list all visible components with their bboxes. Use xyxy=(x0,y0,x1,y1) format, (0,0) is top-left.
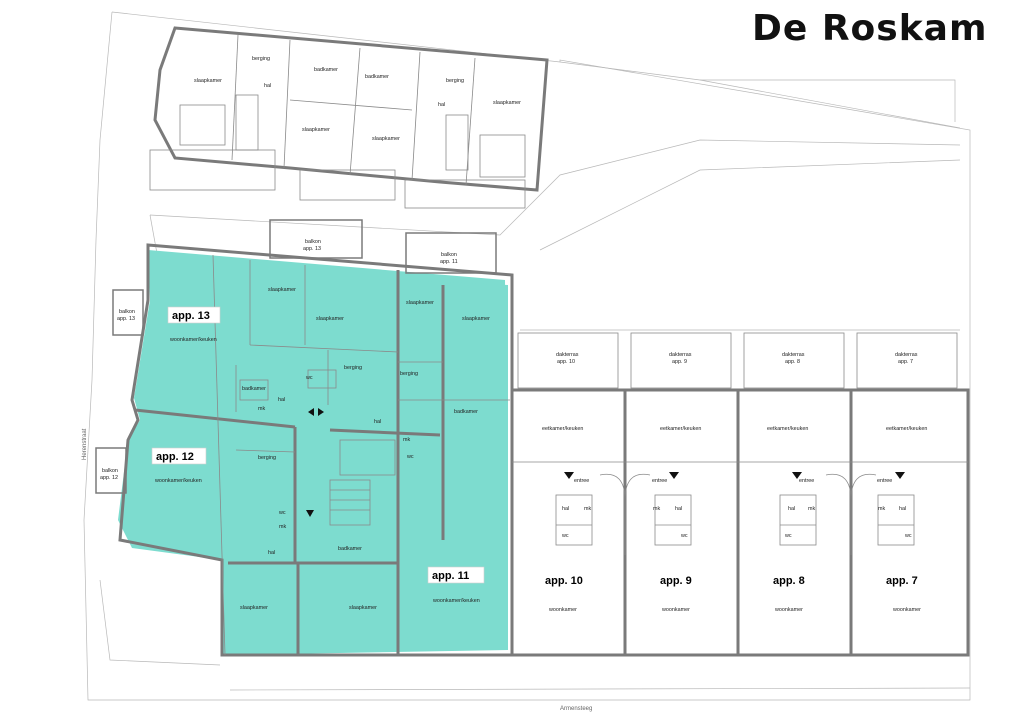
room-mk: mk xyxy=(258,406,265,412)
room-slaapkamer: slaapkamer xyxy=(268,287,296,293)
room-dakterras: dakterras xyxy=(669,352,692,358)
room-woonkamer: woonkamer xyxy=(661,607,690,613)
room-hal: hal xyxy=(268,550,275,556)
room-slaapkamer: slaapkamer xyxy=(302,127,330,133)
app12-label-box xyxy=(151,447,207,465)
room-berging: berging xyxy=(446,78,464,84)
room-woonkamer-keuken: woonkamer/keuken xyxy=(154,478,202,484)
room-mk: mk xyxy=(808,506,815,512)
app7-label: app. 7 xyxy=(886,575,918,587)
dakterras-app7: app. 7 xyxy=(898,359,913,365)
app8-label: app. 8 xyxy=(773,575,805,587)
app12-label: app. 12 xyxy=(156,451,194,463)
room-hal: hal xyxy=(675,506,682,512)
room-wc: wc xyxy=(305,375,313,381)
core-arrows xyxy=(306,408,324,517)
balkon-app12: app. 12 xyxy=(100,475,118,481)
room-woonkamer-keuken: woonkamer/keuken xyxy=(169,337,217,343)
room-badkamer: badkamer xyxy=(365,74,389,80)
room-eetkamer-keuken: eetkamer/keuken xyxy=(767,426,808,432)
room-slaapkamer: slaapkamer xyxy=(406,300,434,306)
room-slaapkamer: slaapkamer xyxy=(349,605,377,611)
balconies xyxy=(95,219,497,494)
room-woonkamer-keuken: woonkamer/keuken xyxy=(432,598,480,604)
room-hal: hal xyxy=(899,506,906,512)
row-houses xyxy=(510,332,970,657)
room-wc: wc xyxy=(784,533,792,539)
room-woonkamer: woonkamer xyxy=(774,607,803,613)
room-mk: mk xyxy=(878,506,885,512)
room-mk: mk xyxy=(279,524,286,530)
app11-label-box xyxy=(427,566,485,584)
room-badkamer: badkamer xyxy=(454,409,478,415)
balkon-app13: app. 13 xyxy=(303,246,321,252)
room-berging: berging xyxy=(258,455,276,461)
room-badkamer: badkamer xyxy=(338,546,362,552)
balkon-app13-west: app. 13 xyxy=(117,316,135,322)
room-labels: slaapkamer berging hal badkamer slaapkam… xyxy=(100,56,927,613)
room-wc: wc xyxy=(680,533,688,539)
balkon-label: balkon xyxy=(441,252,457,258)
room-wc: wc xyxy=(406,454,414,460)
room-wc: wc xyxy=(278,510,286,516)
street-west: Herenstraat xyxy=(82,428,88,460)
room-entree: entree xyxy=(799,478,814,484)
room-slaapkamer: slaapkamer xyxy=(316,316,344,322)
dakterras-app9: app. 9 xyxy=(672,359,687,365)
room-slaapkamer: slaapkamer xyxy=(240,605,268,611)
room-slaapkamer: slaapkamer xyxy=(462,316,490,322)
room-entree: entree xyxy=(652,478,667,484)
room-entree: entree xyxy=(574,478,589,484)
apartment-labels: app. 13 app. 12 app. 11 app. 10 app. 9 a… xyxy=(151,306,918,587)
room-berging: berging xyxy=(400,371,418,377)
room-woonkamer: woonkamer xyxy=(892,607,921,613)
dakterras-app8: app. 8 xyxy=(785,359,800,365)
room-slaapkamer: slaapkamer xyxy=(194,78,222,84)
room-eetkamer-keuken: eetkamer/keuken xyxy=(542,426,583,432)
room-eetkamer-keuken: eetkamer/keuken xyxy=(886,426,927,432)
street-south: Armensteeg xyxy=(560,706,592,712)
room-hal: hal xyxy=(788,506,795,512)
room-mk: mk xyxy=(584,506,591,512)
room-slaapkamer: slaapkamer xyxy=(493,100,521,106)
balkon-app11: app. 11 xyxy=(440,259,458,265)
room-woonkamer: woonkamer xyxy=(548,607,577,613)
room-eetkamer-keuken: eetkamer/keuken xyxy=(660,426,701,432)
room-dakterras: dakterras xyxy=(782,352,805,358)
room-mk: mk xyxy=(653,506,660,512)
upper-building xyxy=(149,26,549,209)
room-berging: berging xyxy=(344,365,362,371)
room-badkamer: badkamer xyxy=(314,67,338,73)
app10-label: app. 10 xyxy=(545,575,583,587)
room-mk: mk xyxy=(403,437,410,443)
room-hal: hal xyxy=(264,83,271,89)
room-entree: entree xyxy=(877,478,892,484)
app13-label-box xyxy=(167,306,221,324)
dakterras-app10: app. 10 xyxy=(557,359,575,365)
room-dakterras: dakterras xyxy=(556,352,579,358)
project-logo: De Roskam xyxy=(752,8,988,49)
room-berging: berging xyxy=(252,56,270,62)
room-hal: hal xyxy=(438,102,445,108)
room-hal: hal xyxy=(278,397,285,403)
balkon-label: balkon xyxy=(119,309,135,315)
room-wc: wc xyxy=(561,533,569,539)
room-badkamer: badkamer xyxy=(242,386,266,392)
site-outline xyxy=(83,11,971,701)
balkon-label: balkon xyxy=(305,239,321,245)
room-slaapkamer: slaapkamer xyxy=(372,136,400,142)
room-wc: wc xyxy=(904,533,912,539)
app11-label: app. 11 xyxy=(432,570,469,582)
app9-label: app. 9 xyxy=(660,575,692,587)
room-dakterras: dakterras xyxy=(895,352,918,358)
room-hal: hal xyxy=(562,506,569,512)
balkon-label: balkon xyxy=(102,468,118,474)
app13-label: app. 13 xyxy=(172,310,210,322)
room-hal: hal xyxy=(374,419,381,425)
